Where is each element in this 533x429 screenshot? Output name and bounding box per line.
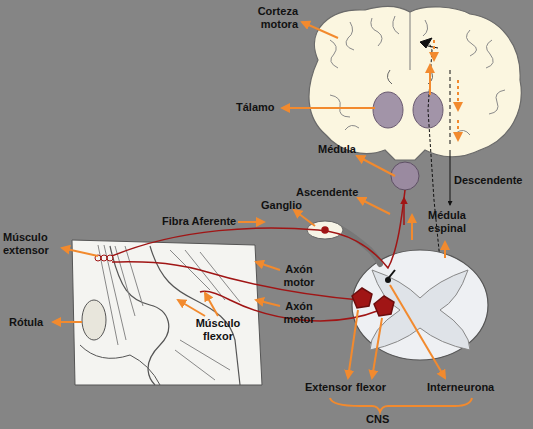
muscle-label: Músculo extensor <box>3 231 61 257</box>
neuron-label: Extensor <box>305 381 352 394</box>
fibre-label: Axón motor <box>279 300 319 326</box>
brain-section <box>309 6 521 190</box>
region-label: Corteza motora <box>248 5 298 31</box>
leader-arrows <box>53 22 472 412</box>
region-label: Médula <box>318 143 356 156</box>
fibre-label: Axón motor <box>279 263 319 289</box>
neuron-label: Interneurona <box>427 381 494 394</box>
region-label: Tálamo <box>236 101 275 114</box>
group-label: CNS <box>366 413 389 426</box>
pathway-label: Ascendente <box>296 186 358 199</box>
part-label: Ganglio <box>261 199 302 212</box>
knee-illustration <box>72 240 262 385</box>
fibre-label: Fibra Aferente <box>162 215 236 228</box>
neuron-label: flexor <box>356 381 386 394</box>
nerve-fibres <box>112 190 405 321</box>
pathway-label: Descendente <box>454 174 522 187</box>
region-label: Médula espinal <box>420 209 474 235</box>
muscle-label: Músculo flexor <box>193 317 243 343</box>
bone-label: Rótula <box>9 316 43 329</box>
